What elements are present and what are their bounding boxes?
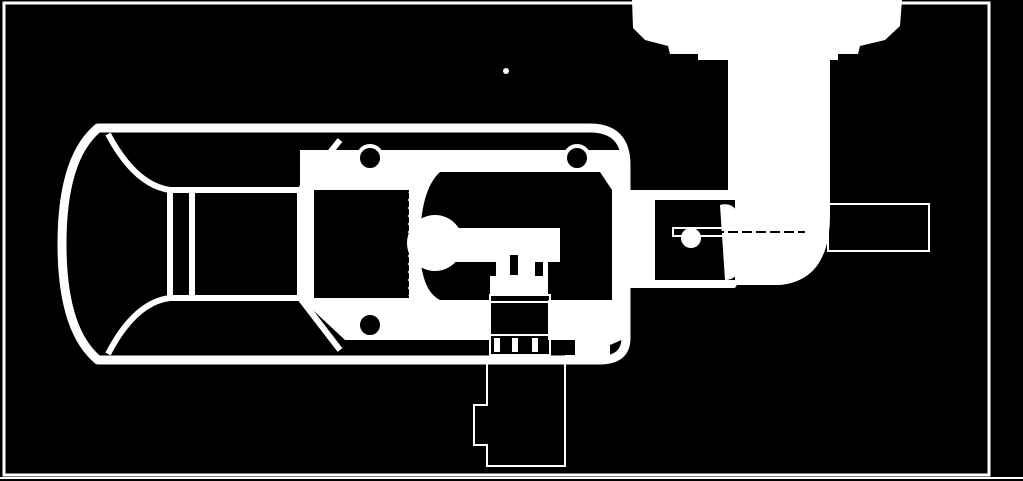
coupling-cam [720,204,740,280]
bolt-hole-top-right [563,144,591,172]
stem-slot-2 [510,255,518,275]
fitting-stub-1 [494,338,500,352]
inner-cup-lower [105,295,343,356]
top-mounting-block [632,0,902,285]
bolt-hole-bottom-left [356,311,384,339]
lower-fitting-body [473,355,566,467]
coupling-pin [681,228,701,248]
right-shaft [827,203,930,252]
piston-knuckle [407,215,463,271]
stem-slot-1 [490,262,496,276]
reference-dot [503,68,509,74]
lower-fitting-fill [565,345,610,362]
bolt-hole-top-left [356,144,384,172]
piston-pocket-left [314,190,409,298]
frame-border [2,1,991,477]
cylinder-body [57,123,631,365]
piston-stem [455,228,560,262]
stem-slot-3 [535,262,543,276]
inner-cup [105,132,343,193]
coupling-link [672,227,811,237]
fitting-stub-3 [532,338,538,352]
fitting-stub-2 [512,338,518,352]
